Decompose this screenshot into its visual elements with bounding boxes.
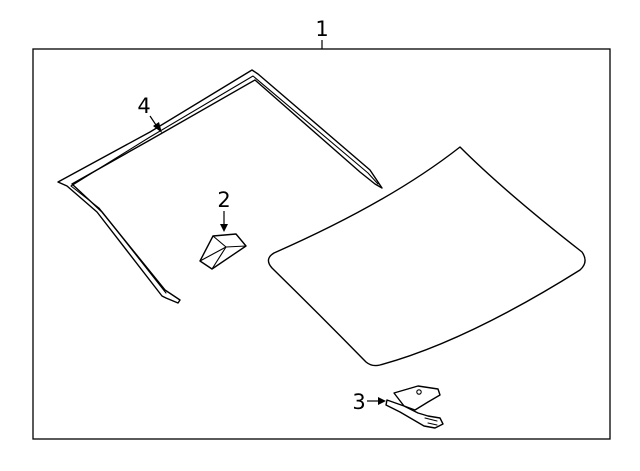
molding-inner-edge	[70, 75, 379, 294]
callout-arrow-4	[153, 122, 162, 133]
callout-arrow-3	[378, 397, 386, 405]
molding-outer-edge	[57, 69, 383, 304]
clip	[385, 385, 444, 429]
clip-groove	[424, 417, 438, 426]
callout-label-1: 1	[315, 17, 328, 41]
sensor-bracket	[199, 233, 247, 270]
callout-arrow-2	[220, 224, 228, 232]
windshield-molding	[57, 69, 383, 304]
clip-base	[385, 399, 444, 429]
callout-label-2: 2	[217, 188, 230, 212]
clip-hole	[416, 389, 422, 395]
bracket-side-edge	[212, 235, 227, 248]
bracket-front-edge	[211, 246, 227, 270]
windshield-glass	[267, 146, 586, 367]
callout-label-4: 4	[137, 94, 150, 118]
callout-label-3: 3	[352, 390, 365, 414]
